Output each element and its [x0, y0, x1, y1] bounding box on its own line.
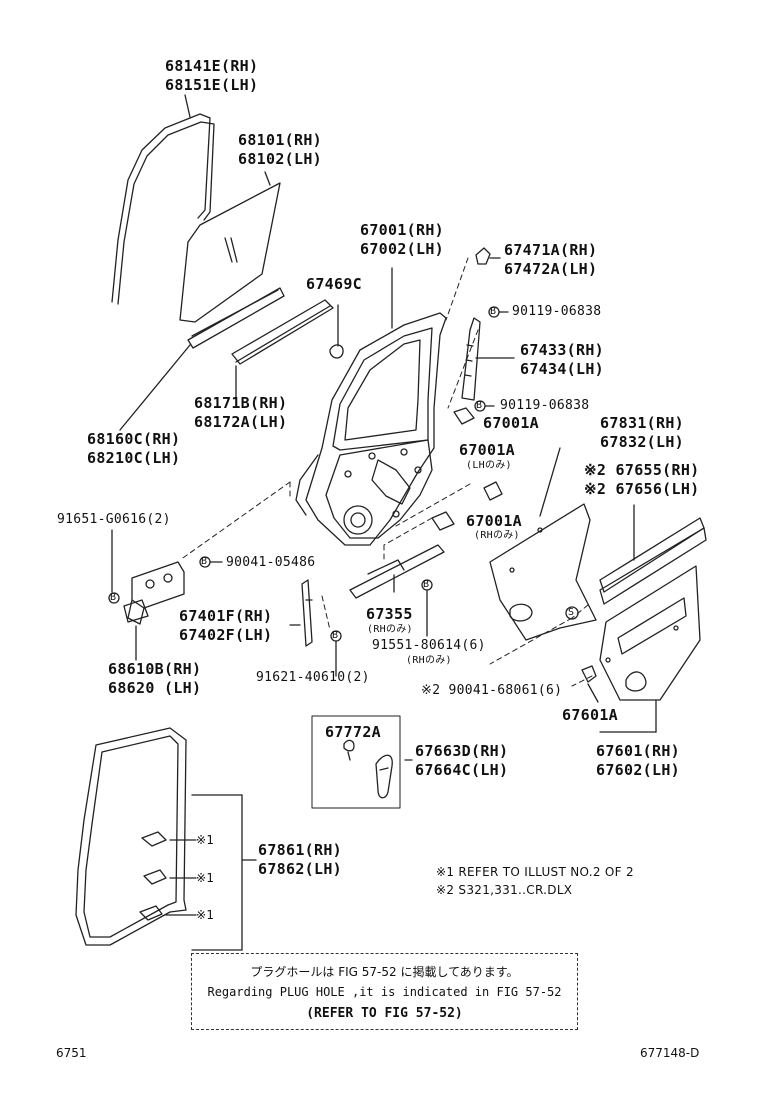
part-label-90041-05486[interactable]: 90041-05486 — [226, 555, 316, 570]
part-label-67433[interactable]: 67433(RH)67434(LH) — [520, 341, 604, 378]
part-label-67401f[interactable]: 67401F(RH)67402F(LH) — [179, 607, 273, 644]
inner-handle-bezel — [375, 754, 393, 799]
door-hinge — [123, 561, 185, 625]
bolt-marker: B — [110, 592, 117, 603]
clip-67772a — [343, 739, 355, 761]
part-note-67355-rh-only: (RHのみ) — [367, 624, 413, 635]
part-label-67655[interactable]: ※2 67655(RH)※2 67656(LH) — [584, 461, 700, 498]
part-label-67663d[interactable]: 67663D(RH)67664C(LH) — [415, 742, 509, 779]
part-note-91551-rh-only: (RHのみ) — [406, 655, 452, 666]
belt-weatherstrip-inner — [231, 299, 334, 365]
clip-67469c — [329, 304, 344, 359]
guide-clip-67471a — [475, 247, 491, 265]
glass-run-channel — [111, 113, 215, 305]
part-label-90119-top[interactable]: 90119-06838 — [512, 304, 602, 319]
part-label-68610b[interactable]: 68610B(RH)68620 (LH) — [108, 660, 202, 697]
part-label-67601[interactable]: 67601(RH)67602(LH) — [596, 742, 680, 779]
part-note-rh-only: (RHのみ) — [474, 530, 520, 541]
door-trim-board — [599, 565, 701, 701]
ref-mark-3: ※1 — [196, 908, 215, 922]
part-label-67601a[interactable]: 67601A — [562, 706, 618, 724]
door-weatherstrip — [75, 727, 187, 946]
part-label-67469c[interactable]: 67469C — [306, 275, 362, 293]
part-label-68171b[interactable]: 68171B(RH)68172A(LH) — [194, 394, 288, 431]
screw-marker: S — [568, 607, 575, 618]
grommet — [431, 407, 503, 531]
part-label-67001a-lh[interactable]: 67001A — [459, 441, 515, 459]
bolt-marker: B — [476, 400, 483, 411]
part-label-91551[interactable]: 91551-80614(6) — [372, 638, 486, 653]
part-label-91621[interactable]: 91621-40610(2) — [256, 670, 370, 685]
inset-frame — [311, 715, 401, 809]
bolt-marker: B — [201, 556, 208, 567]
part-label-67861[interactable]: 67861(RH)67862(LH) — [258, 841, 342, 878]
rear-glass-run — [461, 317, 481, 401]
bolt-marker: B — [332, 630, 339, 641]
part-label-91651[interactable]: 91651-G0616(2) — [57, 512, 171, 527]
part-label-67831[interactable]: 67831(RH)67832(LH) — [600, 414, 684, 451]
part-label-67471a[interactable]: 67471A(RH)67472A(LH) — [504, 241, 598, 278]
rear-lower-channel — [301, 579, 313, 647]
part-label-90119-bottom[interactable]: 90119-06838 — [500, 398, 590, 413]
part-label-67355[interactable]: 67355 — [366, 605, 413, 623]
notice-english: Regarding PLUG HOLE ,it is indicated in … — [207, 985, 562, 999]
figure-number: 6751 — [56, 1046, 87, 1060]
part-label-68101[interactable]: 68101(RH)68102(LH) — [238, 131, 322, 168]
drawing-id: 677148-D — [640, 1046, 700, 1060]
ref-mark-1: ※1 — [196, 833, 215, 847]
notice-japanese: プラグホールは FIG 57-52 に掲載してあります。 — [250, 965, 519, 979]
door-panel — [295, 312, 447, 546]
notice-refer-link[interactable]: (REFER TO FIG 57-52) — [306, 1006, 463, 1021]
armrest-pad — [599, 517, 707, 605]
service-hole-cover — [489, 503, 597, 641]
door-glass — [179, 182, 281, 323]
part-label-67772a[interactable]: 67772A — [325, 723, 381, 741]
part-label-67001a-top[interactable]: 67001A — [483, 414, 539, 432]
part-label-68141[interactable]: 68141E(RH)68151E(LH) — [165, 57, 259, 94]
part-label-67001[interactable]: 67001(RH)67002(LH) — [360, 221, 444, 258]
belt-moulding-outer — [187, 287, 285, 349]
lower-sash-bracket — [349, 544, 445, 599]
bolt-marker: B — [423, 579, 430, 590]
part-label-68160c[interactable]: 68160C(RH)68210C(LH) — [87, 430, 181, 467]
trim-clip — [581, 665, 597, 683]
legend-note-1: ※1 REFER TO ILLUST NO.2 OF 2 — [436, 865, 634, 879]
part-label-90041-68061[interactable]: ※2 90041-68061(6) — [421, 683, 563, 698]
part-label-67001a-rh[interactable]: 67001A — [466, 512, 522, 530]
part-note-lh-only: (LHのみ) — [466, 460, 512, 471]
bolt-marker: B — [490, 306, 497, 317]
legend-note-2: ※2 S321,331..CR.DLX — [436, 883, 573, 897]
plug-hole-notice: プラグホールは FIG 57-52 に掲載してあります。 Regarding P… — [191, 953, 578, 1030]
ref-mark-2: ※1 — [196, 871, 215, 885]
